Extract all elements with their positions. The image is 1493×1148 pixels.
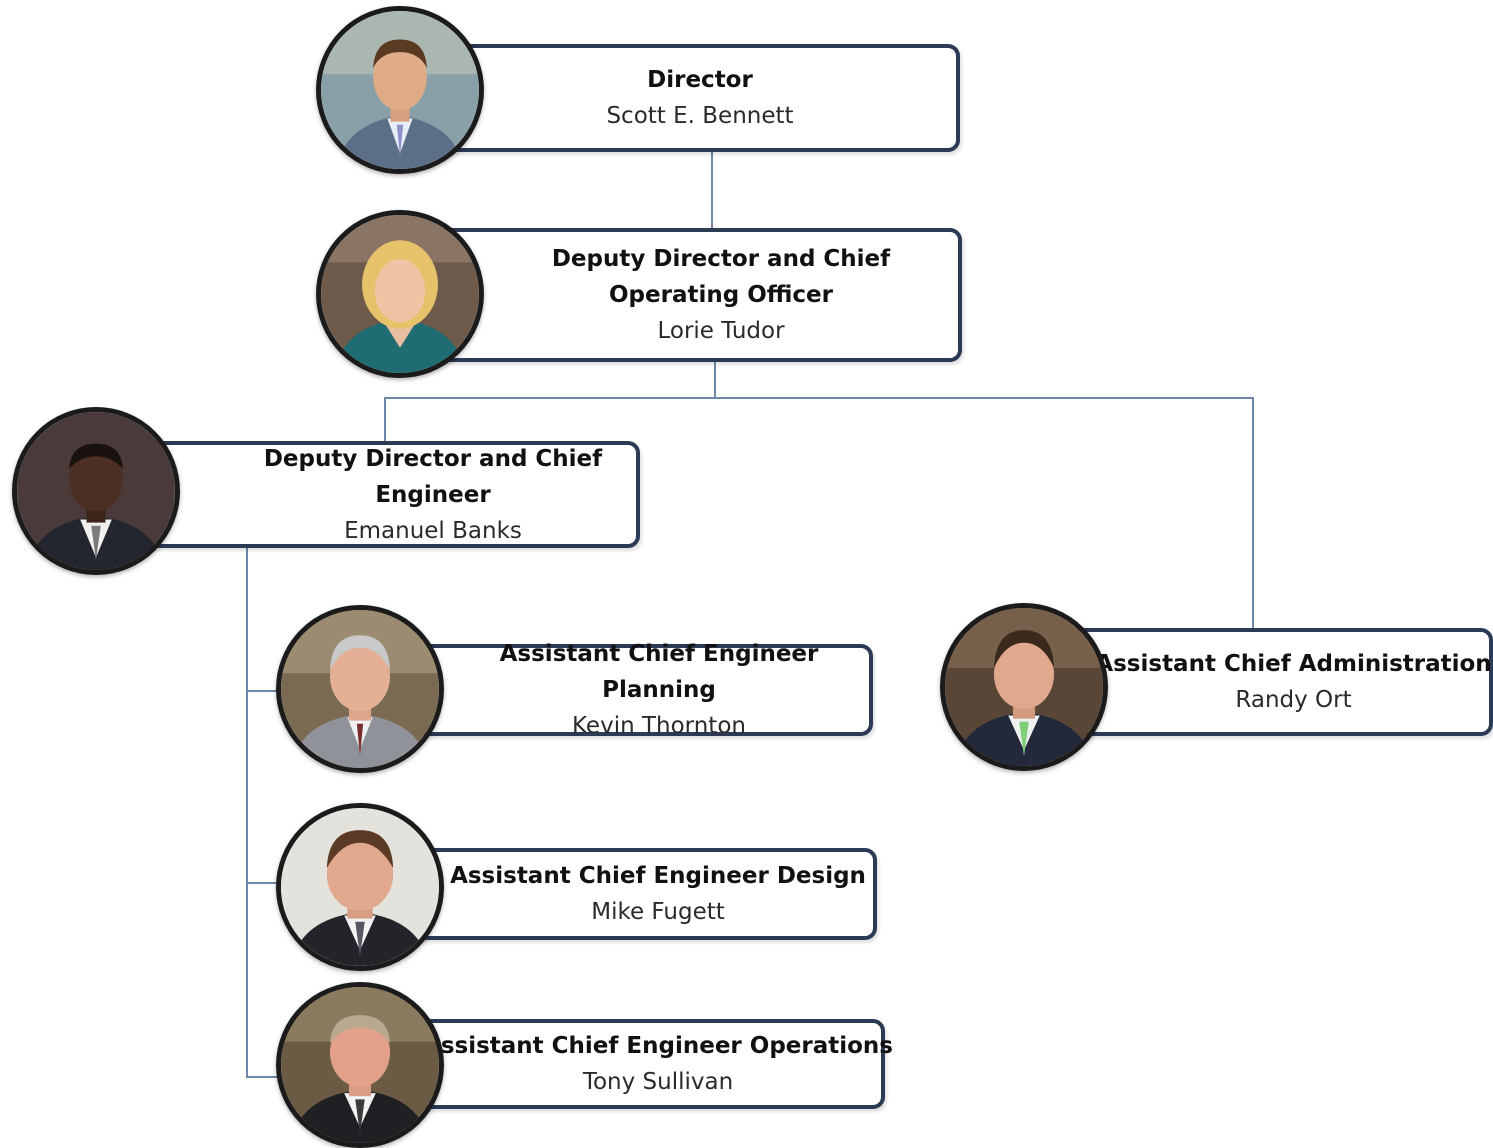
planning-title: Assistant Chief Engineer Planning xyxy=(499,641,819,703)
director-name: Scott E. Bennett xyxy=(606,103,794,129)
operations-card: Assistant Chief Engineer Operations Tony… xyxy=(395,1019,893,1109)
coo-photo xyxy=(316,210,484,378)
director-title: Director xyxy=(647,67,753,93)
operations-title: Assistant Chief Engineer Operations xyxy=(423,1033,893,1059)
design-title: Assistant Chief Engineer Design xyxy=(450,863,866,889)
administration-card: Assistant Chief Administration Randy Ort xyxy=(1060,628,1493,736)
design-name: Mike Fugett xyxy=(591,899,725,925)
planning-name: Kevin Thornton xyxy=(572,713,746,739)
connector-to-chief-engineer xyxy=(384,397,386,443)
planning-card: Assistant Chief Engineer Planning Kevin … xyxy=(395,641,873,739)
connector-director-coo xyxy=(711,150,713,230)
chief-engineer-title: Deputy Director and Chief Engineer xyxy=(263,445,603,508)
operations-name: Tony Sullivan xyxy=(582,1069,734,1095)
connector-to-design xyxy=(246,882,286,884)
administration-title: Assistant Chief Administration xyxy=(1095,651,1492,677)
connector-engineering-vertical xyxy=(246,546,248,1078)
design-card: Assistant Chief Engineer Design Mike Fug… xyxy=(395,848,877,940)
chief-engineer-name: Emanuel Banks xyxy=(344,517,522,544)
coo-card: Deputy Director and Chief Operating Offi… xyxy=(420,228,962,362)
connector-to-administration xyxy=(1252,397,1254,629)
operations-photo xyxy=(276,982,444,1148)
connector-coo-down xyxy=(714,362,716,398)
chief-engineer-photo xyxy=(12,407,180,575)
coo-title: Deputy Director and Chief Operating Offi… xyxy=(551,246,891,308)
director-photo xyxy=(316,6,484,174)
chief-engineer-card: Deputy Director and Chief Engineer Emanu… xyxy=(100,441,640,548)
connector-to-planning xyxy=(246,690,286,692)
administration-photo xyxy=(940,603,1108,771)
connector-to-operations xyxy=(246,1076,286,1078)
connector-horizontal-top xyxy=(384,397,1254,399)
design-photo xyxy=(276,803,444,971)
director-card: Director Scott E. Bennett xyxy=(420,44,960,152)
administration-name: Randy Ort xyxy=(1235,687,1352,713)
coo-name: Lorie Tudor xyxy=(657,318,785,344)
planning-photo xyxy=(276,605,444,773)
